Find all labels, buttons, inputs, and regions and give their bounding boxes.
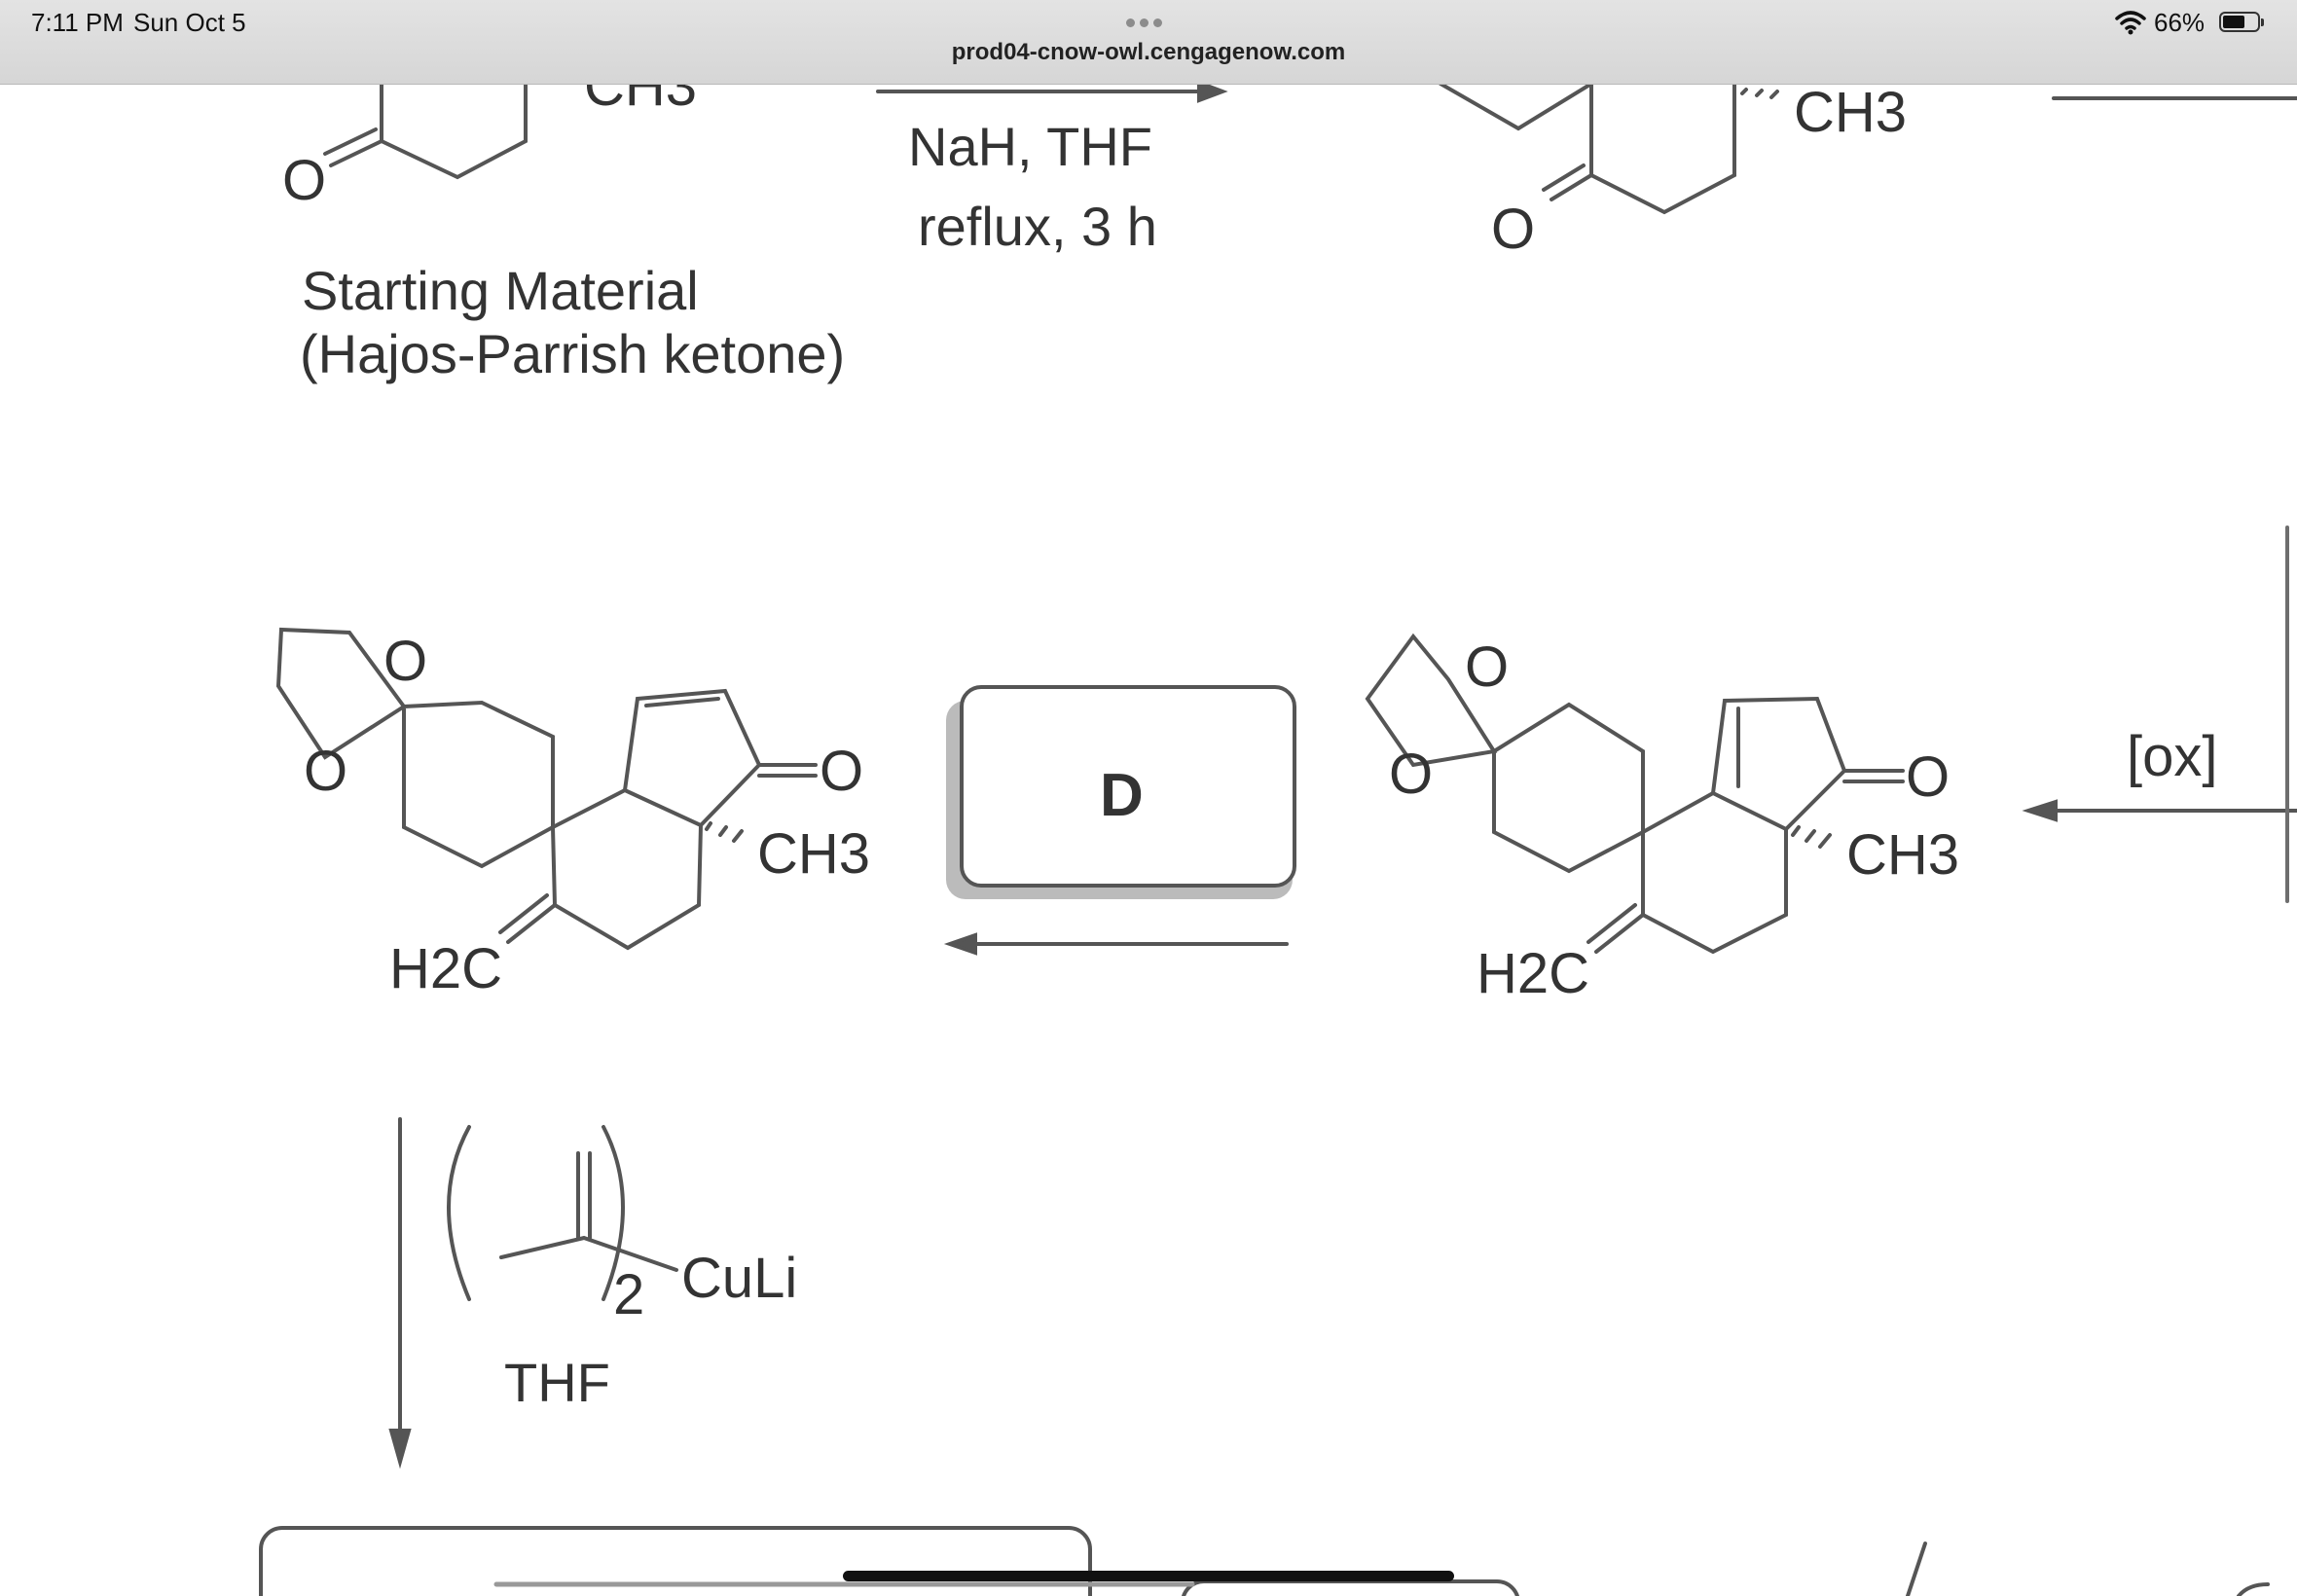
top-right-molecule <box>1439 85 1736 215</box>
cuprate-subscript: 2 <box>613 1263 644 1326</box>
left-dioxolane-ring <box>275 627 407 760</box>
right-o-left: O <box>1389 743 1433 806</box>
starting-material-o: O <box>282 149 326 212</box>
multitasking-dots-icon[interactable] <box>1126 15 1171 28</box>
address-bar-url[interactable]: prod04-cnow-owl.cengagenow.com <box>951 39 1346 65</box>
bottom-right-box <box>1182 1579 1519 1596</box>
right-lower-ring <box>1641 790 1788 955</box>
oxidation-label: [ox] <box>2127 725 2218 788</box>
home-indicator[interactable] <box>843 1571 1454 1581</box>
left-h2c: H2C <box>389 937 502 1000</box>
battery-icon <box>2219 12 2264 32</box>
top-right-ch3: CH3 <box>1794 85 1907 144</box>
reaction-scheme: CH3 O Starting Material (Hajos-Parrish k… <box>259 85 2297 1596</box>
starting-material-subcaption: (Hajos-Parrish ketone) <box>300 323 845 384</box>
wifi-icon <box>2115 11 2146 35</box>
starting-material-caption: Starting Material <box>302 260 699 321</box>
answer-box-d <box>960 685 1296 888</box>
left-cyclohexane-ring <box>402 700 555 869</box>
left-o-left: O <box>304 740 347 803</box>
left-lower-ring <box>550 787 704 951</box>
battery-fill <box>2223 16 2244 28</box>
page-scrollbar[interactable] <box>2285 526 2289 903</box>
step1-reagent-conditions: reflux, 3 h <box>918 196 1157 257</box>
answer-box-label[interactable]: D <box>1100 762 1144 829</box>
cuprate-metal: CuLi <box>681 1247 797 1310</box>
right-o-top: O <box>1465 635 1509 699</box>
left-ch3: CH3 <box>757 822 870 886</box>
right-ch3: CH3 <box>1846 823 1959 887</box>
status-date: Sun Oct 5 <box>133 8 246 37</box>
cuprate-isopropenyl <box>499 1235 678 1272</box>
left-cyclopentenone <box>623 688 762 827</box>
page-content: CH3 O Starting Material (Hajos-Parrish k… <box>0 85 2297 1596</box>
right-dioxolane-ring <box>1365 633 1498 768</box>
top-right-o: O <box>1491 198 1535 261</box>
starting-material-ring <box>380 85 528 180</box>
right-o-ketone: O <box>1906 745 1950 809</box>
left-o-ketone: O <box>820 740 863 803</box>
right-h2c: H2C <box>1477 942 1589 1005</box>
top-partial-ch3: CH3 <box>584 85 697 118</box>
step1-reagent-base: NaH, THF <box>908 116 1152 177</box>
left-o-top: O <box>383 630 427 693</box>
battery-percent: 66% <box>2154 8 2206 37</box>
right-cyclopentenone <box>1711 696 1847 831</box>
status-time: 7:11 PM <box>31 8 124 37</box>
cuprate-solvent: THF <box>504 1352 610 1413</box>
safari-top-bar: 7:11 PM Sun Oct 5 prod04-cnow-owl.cengag… <box>0 0 2297 85</box>
